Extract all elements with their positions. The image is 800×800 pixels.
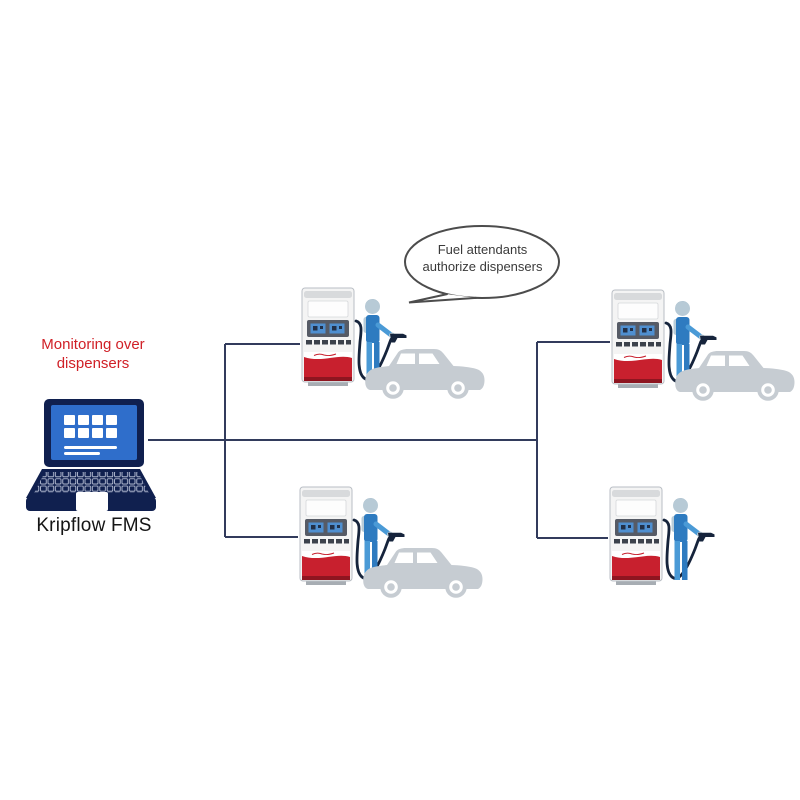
speech-bubble-ellipse [404, 225, 560, 299]
laptop-screen-tiles [64, 415, 117, 455]
monitoring-label: Monitoring over dispensers [41, 336, 145, 372]
speech-bubble-text: Fuel attendants authorize dispensers [422, 242, 543, 274]
station-bottom-right [610, 487, 715, 585]
laptop-trackpad [76, 492, 108, 511]
connection-lines [148, 341, 610, 539]
laptop-icon [26, 399, 156, 511]
speech-bubble [404, 225, 560, 304]
laptop-label: Kripflow FMS [36, 515, 152, 536]
